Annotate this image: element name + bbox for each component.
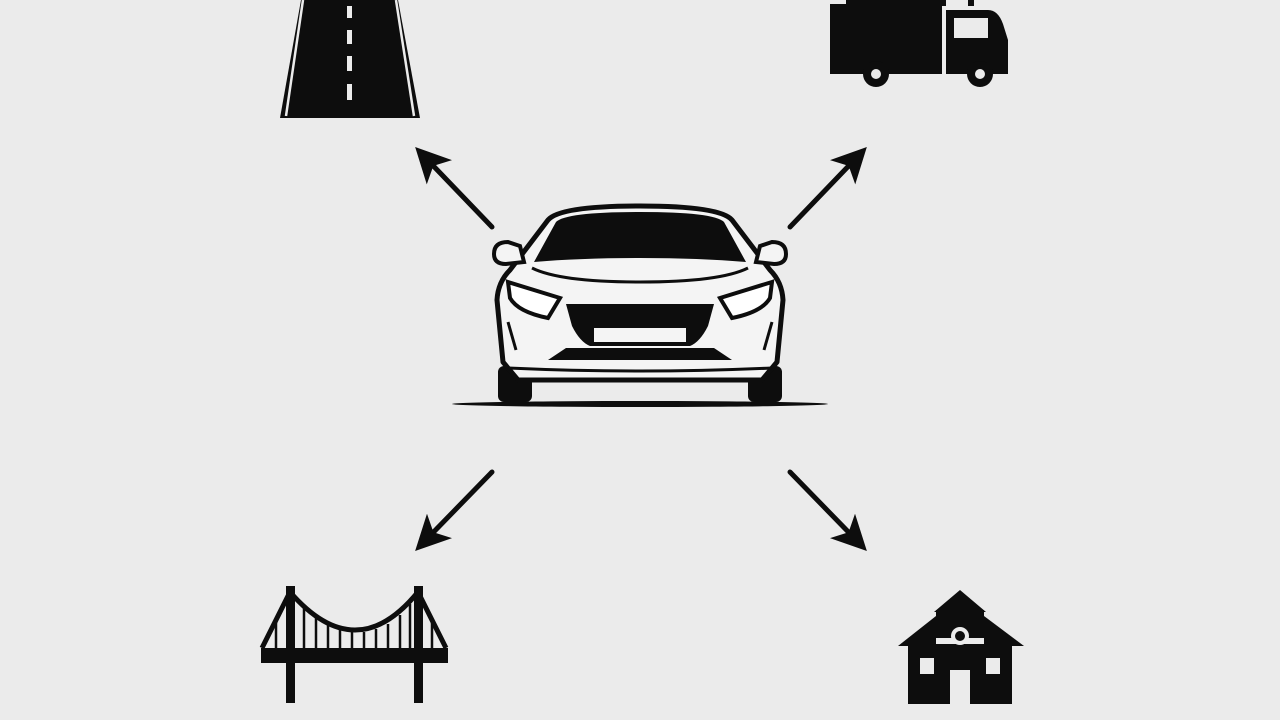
car-icon bbox=[452, 203, 828, 407]
arrow-to-truck bbox=[787, 146, 867, 230]
truck-icon bbox=[830, 0, 1008, 87]
arrows bbox=[415, 146, 867, 552]
arrow-to-road bbox=[415, 146, 495, 230]
bridge-icon bbox=[259, 586, 449, 703]
house-icon bbox=[898, 590, 1024, 704]
arrow-to-house bbox=[787, 469, 867, 552]
road-icon bbox=[280, 0, 420, 118]
arrow-to-bridge bbox=[415, 469, 495, 552]
